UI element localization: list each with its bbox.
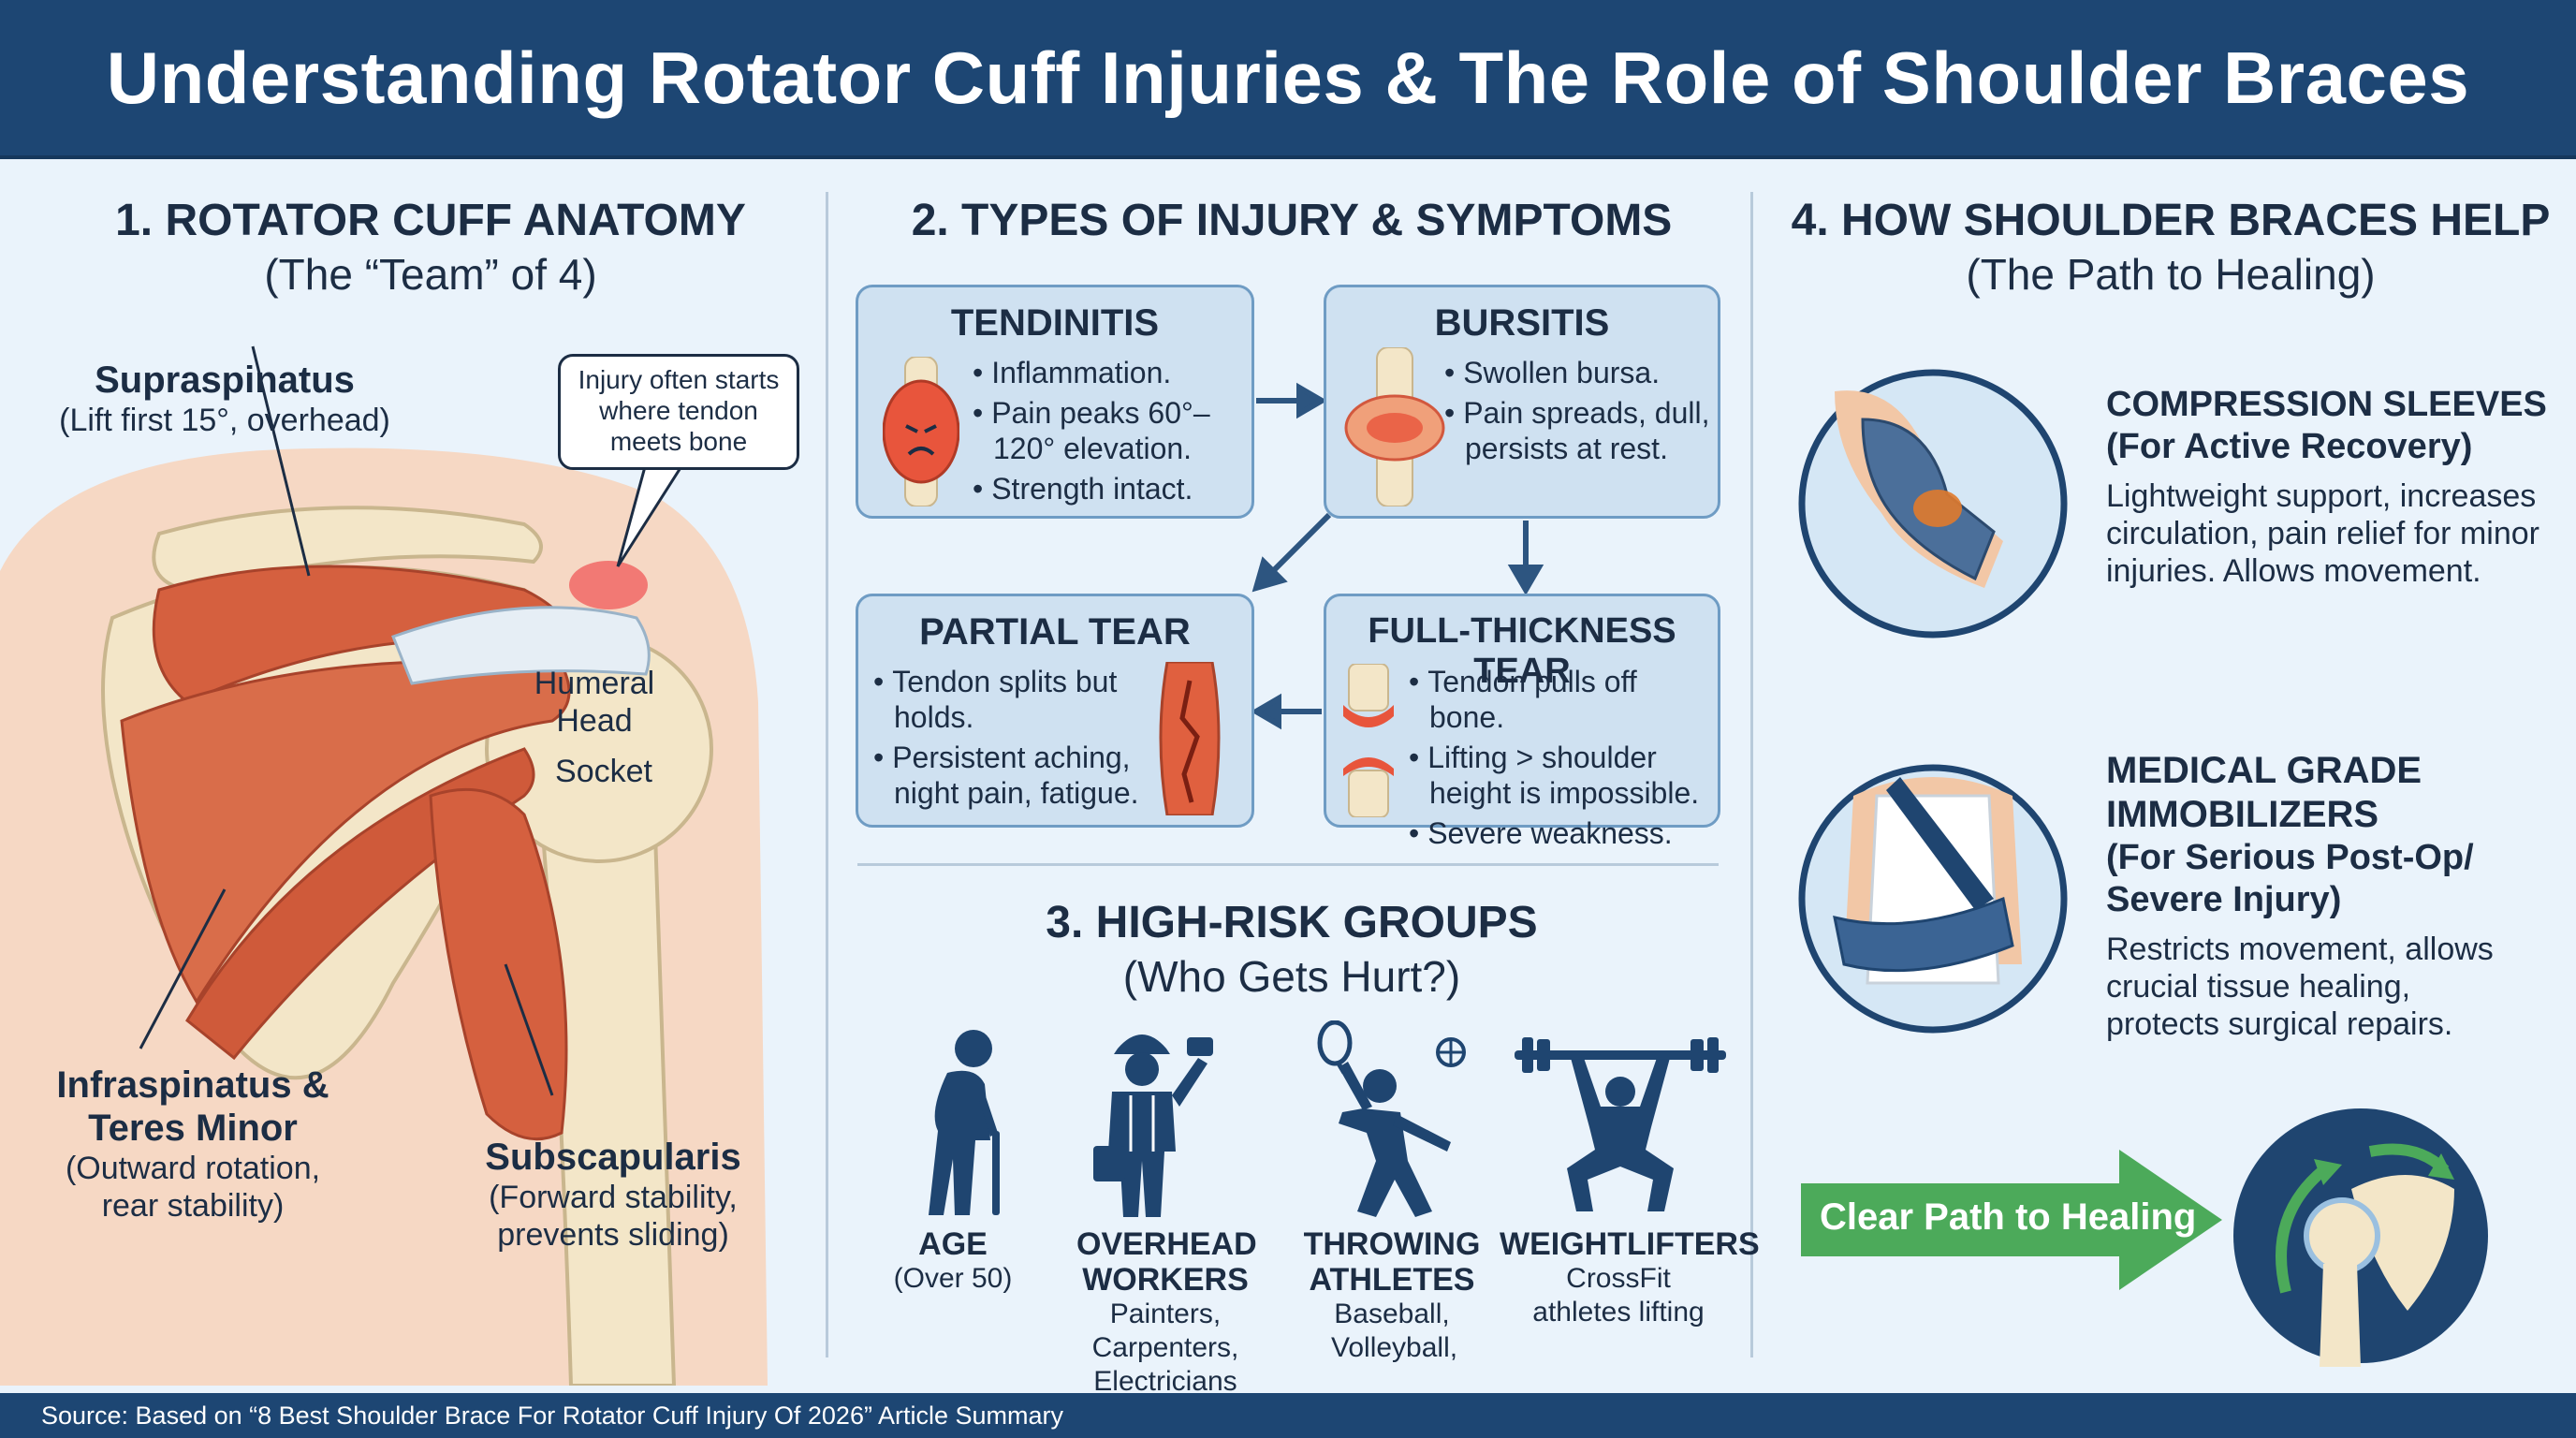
partial-tear-bullets: Tendon splits but holds. Persistent achi… — [873, 664, 1145, 815]
tendinitis-bullet: Strength intact. — [973, 471, 1244, 506]
humeral-head-label: Humeral Head — [534, 666, 655, 739]
bursitis-title: BURSITIS — [1434, 302, 1610, 344]
partial-tear-card: PARTIAL TEAR Tendon splits but holds. Pe… — [856, 594, 1254, 828]
partial-tear-bullet: Tendon splits but holds. — [873, 664, 1145, 735]
detached-tendon-icon — [1343, 664, 1394, 817]
braces-subtitle: (The Path to Healing) — [1966, 250, 2376, 299]
tendinitis-card: TENDINITIS Inflammation. Pain peaks 60°–… — [856, 285, 1254, 519]
subscapularis-leader-line — [504, 963, 554, 1096]
inflamed-tendon-icon — [883, 357, 959, 506]
group-weightlifters-title: WEIGHTLIFTERS — [1500, 1226, 1760, 1262]
full-thickness-bullets: Tendon pulls off bone. Lifting > shoulde… — [1409, 664, 1718, 856]
immobilizer-image — [1798, 764, 2068, 1034]
group-throwing-athletes-sub: Baseball, Volleyball, — [1331, 1299, 1458, 1363]
full-thickness-bullet: Lifting > shoulder height is impossible. — [1409, 740, 1718, 811]
compression-sleeves-block: COMPRESSION SLEEVES (For Active Recovery… — [2106, 384, 2555, 590]
arrow-bursitis-to-full — [1507, 521, 1544, 595]
page-title: Understanding Rotator Cuff Injuries & Th… — [106, 37, 2470, 119]
socket-label: Socket — [555, 754, 652, 789]
groups-subtitle: (Who Gets Hurt?) — [1122, 952, 1461, 1001]
tendinitis-bullet: Inflammation. — [973, 355, 1244, 390]
partial-tear-title: PARTIAL TEAR — [919, 611, 1191, 653]
group-throwing-athletes: THROWING ATHLETES Baseball, Volleyball, — [1303, 1226, 1481, 1365]
immobilizer-desc: Restricts movement, allows crucial tissu… — [2106, 932, 2494, 1042]
group-overhead-workers: OVERHEAD WORKERS Painters, Carpenters, E… — [1039, 1226, 1292, 1399]
shoulder-anatomy-illustration — [0, 345, 768, 1386]
supraspinatus-desc: (Lift first 15°, overhead) — [59, 403, 390, 438]
elderly-person-icon — [929, 1030, 1000, 1215]
group-age-title: AGE — [918, 1226, 988, 1262]
full-thickness-card: FULL-THICKNESS TEAR Tendon pulls off bon… — [1324, 594, 1720, 850]
infraspinatus-muscle — [120, 659, 571, 1005]
bursitis-bullet: Pain spreads, dull, persists at rest. — [1444, 395, 1716, 466]
tendinitis-bullets: Inflammation. Pain peaks 60°–120° elevat… — [973, 355, 1244, 511]
braces-title: 4. HOW SHOULDER BRACES HELP — [1791, 196, 2551, 245]
weightlifter-icon — [1515, 1037, 1726, 1211]
column-divider-right — [1750, 192, 1753, 1357]
tendinitis-bullet: Pain peaks 60°–120° elevation. — [973, 395, 1244, 466]
healed-shoulder-image — [2233, 1108, 2488, 1367]
compression-sleeve-image — [1798, 369, 2068, 638]
anatomy-subtitle: (The “Team” of 4) — [264, 250, 597, 299]
tendinitis-title: TENDINITIS — [950, 302, 1160, 344]
healing-path-label: Clear Path to Healing — [1820, 1196, 2197, 1238]
footer-bar: Source: Based on “8 Best Shoulder Brace … — [0, 1393, 2576, 1438]
worker-painter-icon — [1093, 1034, 1213, 1217]
subscapularis-name: Subscapularis — [485, 1137, 741, 1178]
groups-title: 3. HIGH-RISK GROUPS — [1046, 898, 1538, 947]
group-age: AGE (Over 50) — [869, 1226, 1037, 1296]
header-bar: Understanding Rotator Cuff Injuries & Th… — [0, 0, 2576, 159]
compression-desc: Lightweight support, increases circulati… — [2106, 478, 2539, 589]
infraspinatus-leader-line — [139, 888, 227, 1049]
group-throwing-athletes-title: THROWING ATHLETES — [1303, 1226, 1481, 1298]
compression-title: COMPRESSION SLEEVES — [2106, 385, 2547, 424]
compression-subtitle: (For Active Recovery) — [2106, 427, 2473, 466]
subscapularis-muscle — [429, 787, 568, 1141]
subscapularis-label: Subscapularis (Forward stability, preven… — [468, 1137, 758, 1254]
infraspinatus-desc: (Outward rotation, rear stability) — [65, 1151, 321, 1224]
column-divider-left — [826, 192, 828, 1357]
supraspinatus-leader-line — [251, 345, 311, 577]
injuries-title: 2. TYPES OF INJURY & SYMPTOMS — [911, 196, 1673, 245]
full-thickness-bullet: Tendon pulls off bone. — [1409, 664, 1718, 735]
group-weightlifters: WEIGHTLIFTERS CrossFit athletes lifting — [1500, 1226, 1760, 1329]
swollen-joint-icon — [1344, 347, 1445, 506]
injury-callout-text: Injury often starts where tendon meets b… — [578, 365, 780, 456]
tennis-player-icon — [1317, 1020, 1466, 1217]
group-age-sub: (Over 50) — [893, 1263, 1013, 1294]
supraspinatus-label: Supraspinatus (Lift first 15°, overhead) — [37, 360, 412, 439]
bursitis-card: BURSITIS Swollen bursa. Pain spreads, du… — [1324, 285, 1720, 519]
rotator-cuff-tendon — [391, 606, 651, 685]
group-overhead-workers-sub: Painters, Carpenters, Electricians — [1091, 1299, 1239, 1397]
infraspinatus-name: Infraspinatus & Teres Minor — [56, 1064, 329, 1149]
injury-hotspot — [569, 561, 648, 609]
arrow-tendinitis-to-bursitis — [1256, 382, 1327, 419]
source-note: Source: Based on “8 Best Shoulder Brace … — [41, 1401, 1063, 1430]
partial-tear-bullet: Persistent aching, night pain, fatigue. — [873, 740, 1145, 811]
supraspinatus-name: Supraspinatus — [95, 360, 355, 401]
group-weightlifters-sub: CrossFit athletes lifting — [1532, 1263, 1705, 1328]
infraspinatus-label: Infraspinatus & Teres Minor (Outward rot… — [43, 1064, 343, 1225]
arrow-bursitis-to-partial — [1251, 512, 1332, 593]
immobilizer-subtitle: (For Serious Post-Op/ Severe Injury) — [2106, 838, 2474, 919]
healing-path-arrow — [1801, 1150, 2222, 1290]
injury-callout-box: Injury often starts where tendon meets b… — [558, 354, 799, 470]
bursitis-bullets: Swollen bursa. Pain spreads, dull, persi… — [1444, 355, 1716, 471]
torn-tendon-icon — [1159, 662, 1221, 815]
arrow-full-to-partial — [1251, 693, 1322, 730]
group-overhead-workers-title: OVERHEAD WORKERS — [1076, 1226, 1257, 1298]
immobilizer-title: MEDICAL GRADE IMMOBILIZERS — [2106, 750, 2422, 835]
immobilizers-block: MEDICAL GRADE IMMOBILIZERS (For Serious … — [2106, 749, 2555, 1043]
bursitis-bullet: Swollen bursa. — [1444, 355, 1716, 390]
subscapularis-desc: (Forward stability, prevents sliding) — [489, 1180, 738, 1253]
section-divider-middle — [857, 863, 1719, 866]
full-thickness-bullet: Severe weakness. — [1409, 815, 1718, 851]
anatomy-title: 1. ROTATOR CUFF ANATOMY — [115, 196, 746, 245]
